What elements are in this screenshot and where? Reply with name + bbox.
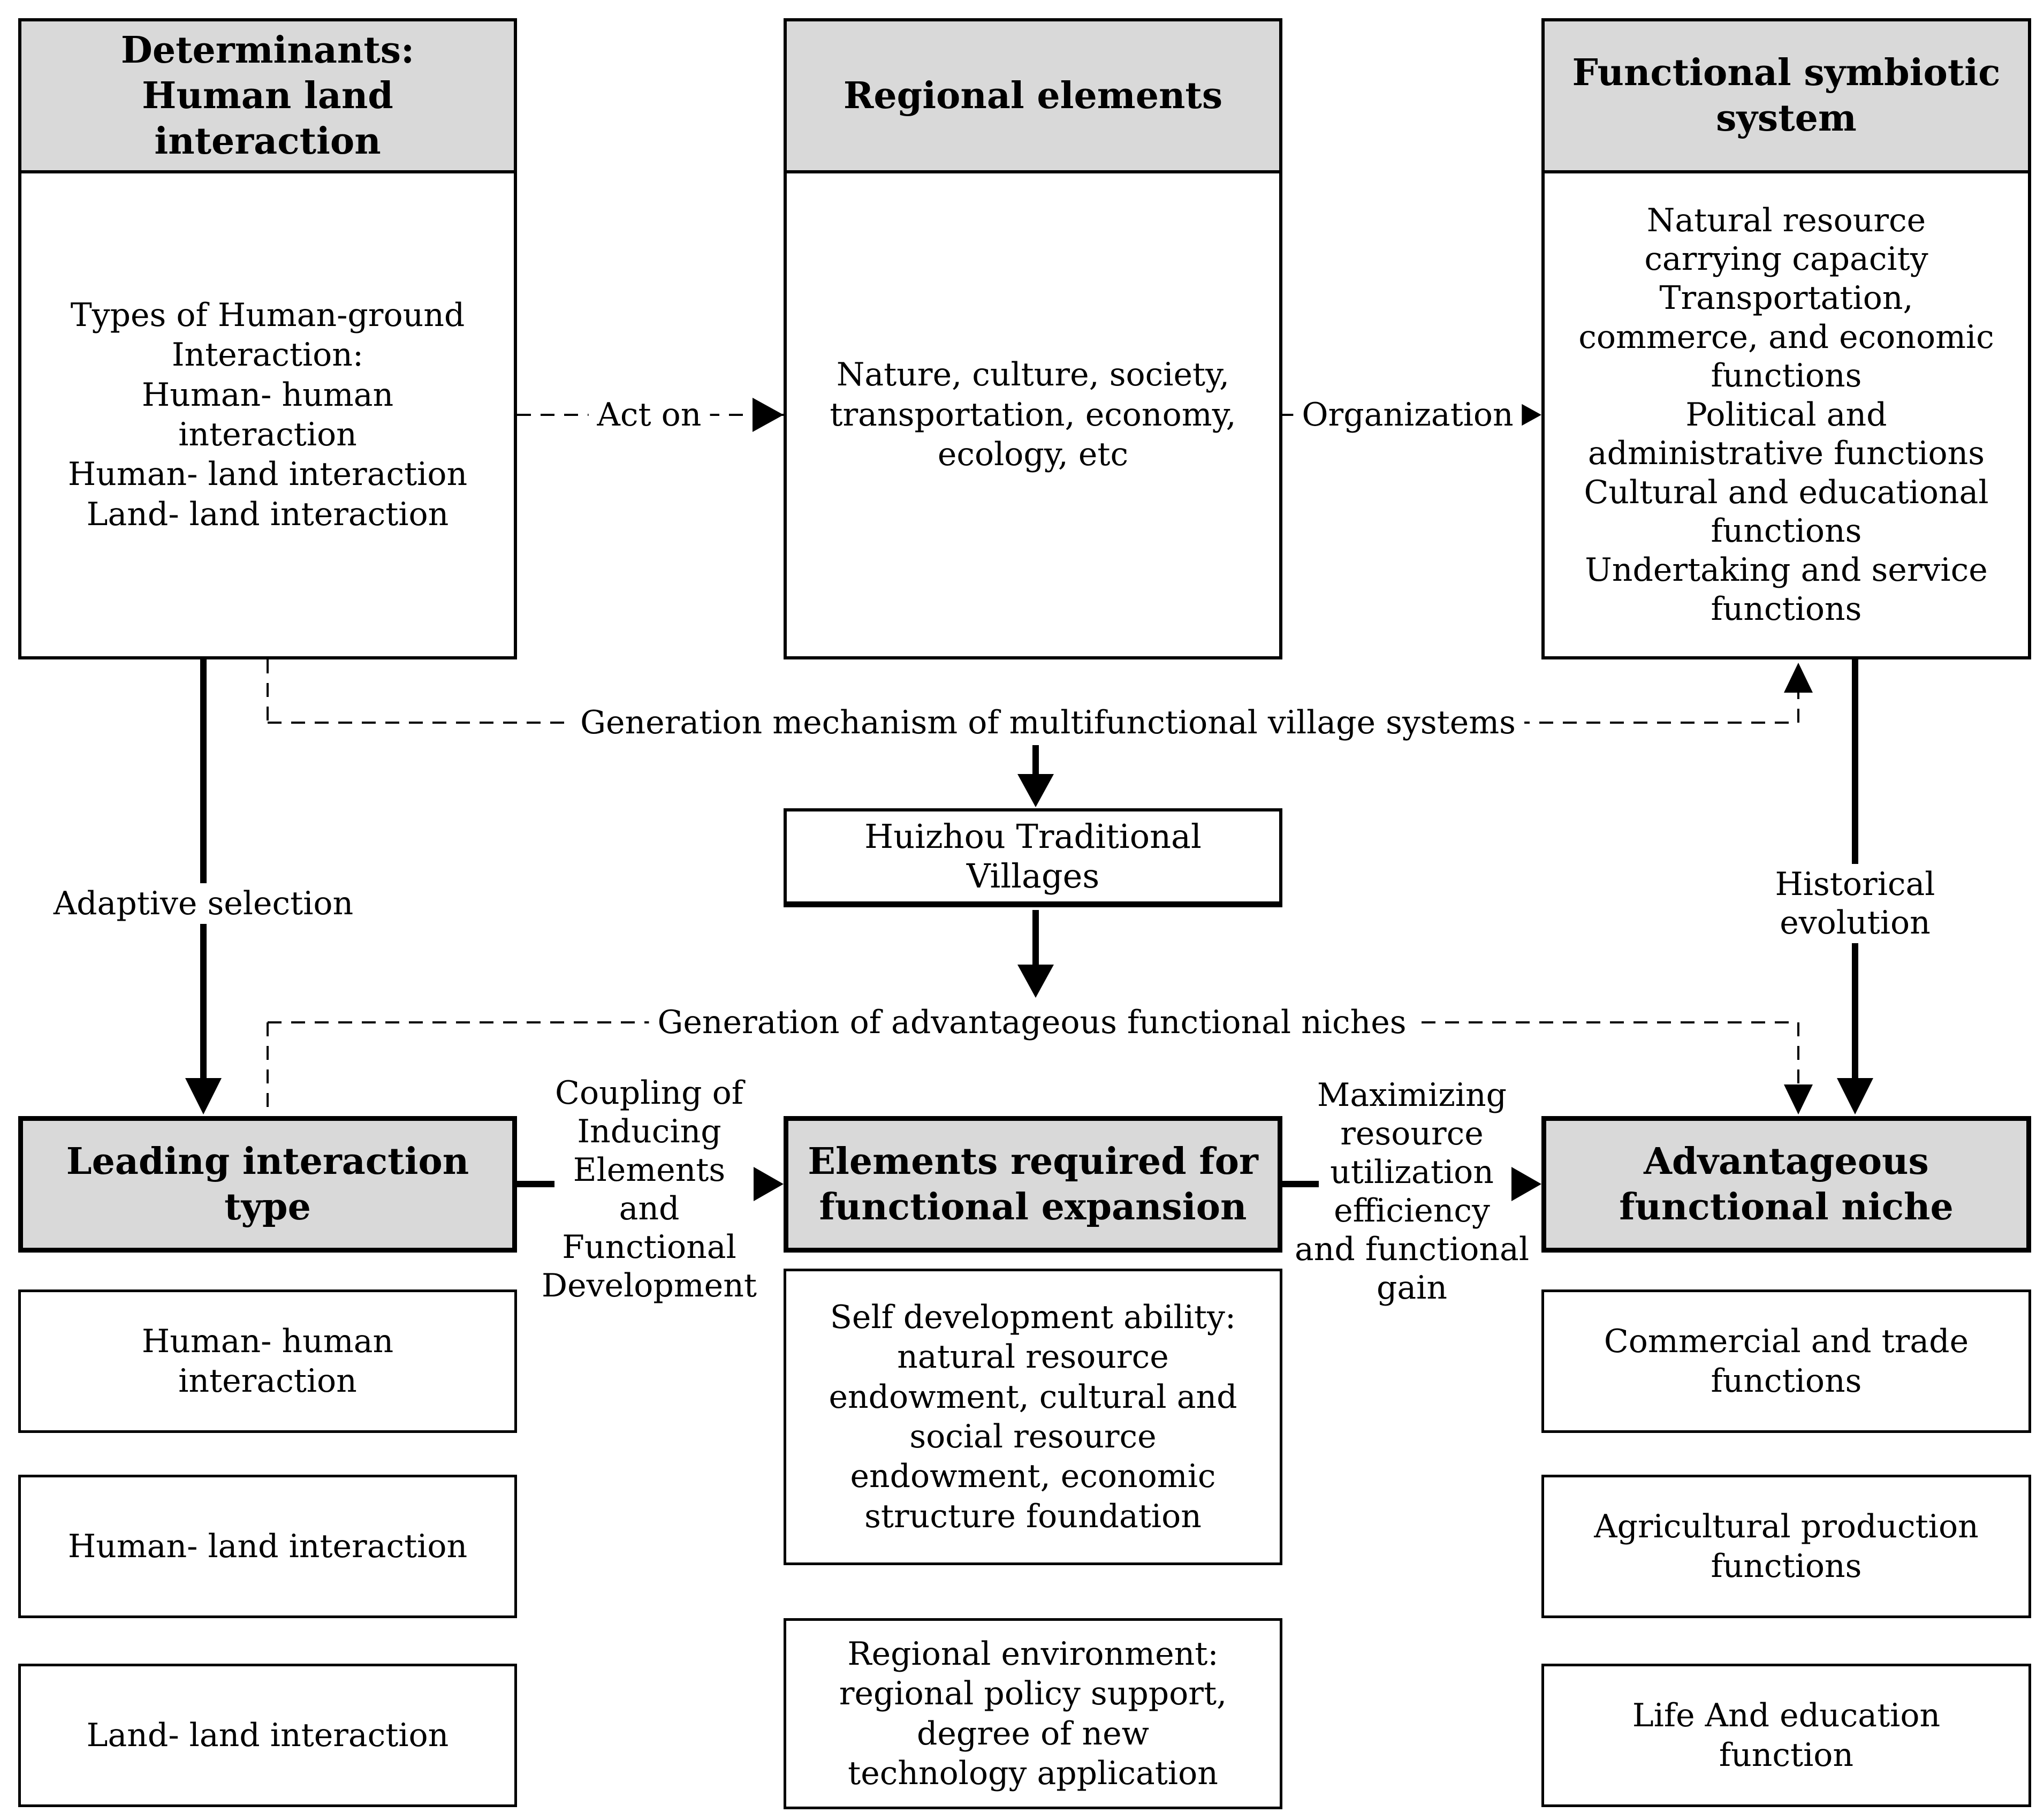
regional-environment-box: Regional environment: regional policy su… bbox=[784, 1618, 1282, 1809]
right-arrowhead-icon bbox=[754, 1167, 784, 1201]
functional-symbiotic-box: Functional symbiotic system Natural reso… bbox=[1541, 18, 2031, 659]
down-arrowhead-icon bbox=[185, 1078, 222, 1114]
coupling-label: Coupling of Inducing Elements and Functi… bbox=[542, 1074, 757, 1304]
determinants-body: Types of Human-ground Interaction: Human… bbox=[67, 296, 468, 533]
life-education-box: Life And education function bbox=[1541, 1664, 2031, 1807]
land-land-interaction-box: Land- land interaction bbox=[18, 1664, 517, 1807]
act-on-connector bbox=[517, 398, 784, 432]
advantageous-niche-header: Advantageous functional niche bbox=[1541, 1116, 2031, 1253]
determinants-header: Determinants: Human land interaction bbox=[21, 21, 514, 173]
regional-elements-header: Regional elements bbox=[787, 21, 1279, 173]
human-human-interaction-box: Human- human interaction bbox=[18, 1289, 517, 1433]
human-land-interaction-box: Human- land interaction bbox=[18, 1475, 517, 1618]
down-arrowhead-icon bbox=[1017, 774, 1054, 807]
maximizing-label: Maximizing resource utilization efficien… bbox=[1294, 1076, 1530, 1307]
up-arrowhead-icon bbox=[1784, 663, 1813, 693]
agricultural-production-box: Agricultural production functions bbox=[1541, 1475, 2031, 1618]
down-arrowhead-icon bbox=[1784, 1084, 1813, 1114]
functional-symbiotic-header: Functional symbiotic system bbox=[1545, 21, 2028, 173]
huizhou-villages-box: Huizhou Traditional Villages bbox=[784, 808, 1282, 907]
right-arrowhead-icon bbox=[1511, 1167, 1541, 1201]
commercial-trade-box: Commercial and trade functions bbox=[1541, 1289, 2031, 1433]
functional-symbiotic-body: Natural resource carrying capacity Trans… bbox=[1578, 201, 1994, 628]
act-on-label: Act on bbox=[588, 395, 710, 435]
center-arrow-top bbox=[1017, 745, 1054, 807]
act-on-arrowhead-icon bbox=[753, 398, 784, 432]
coupling-connector bbox=[517, 1167, 784, 1201]
adaptive-selection-label: Adaptive selection bbox=[44, 883, 362, 924]
down-arrowhead-icon bbox=[1837, 1078, 1873, 1114]
leading-interaction-header: Leading interaction type bbox=[18, 1116, 517, 1253]
generation-mechanism-label: Generation mechanism of multifunctional … bbox=[572, 702, 1524, 743]
organization-label: Organization bbox=[1293, 395, 1522, 435]
regional-elements-box: Regional elements Nature, culture, socie… bbox=[784, 18, 1282, 659]
down-arrowhead-icon bbox=[1017, 965, 1054, 998]
determinants-box: Determinants: Human land interaction Typ… bbox=[18, 18, 517, 659]
center-arrow-bottom bbox=[1017, 910, 1054, 998]
historical-evolution-label: Historical evolution bbox=[1760, 864, 1950, 943]
adaptive-selection-arrow bbox=[185, 659, 222, 1114]
regional-elements-body: Nature, culture, society, transportation… bbox=[830, 356, 1236, 474]
generation-niches-label: Generation of advantageous functional ni… bbox=[649, 1002, 1415, 1043]
maximizing-connector bbox=[1282, 1167, 1541, 1201]
elements-required-header: Elements required for functional expansi… bbox=[784, 1116, 1282, 1253]
self-development-box: Self development ability: natural resour… bbox=[784, 1269, 1282, 1565]
